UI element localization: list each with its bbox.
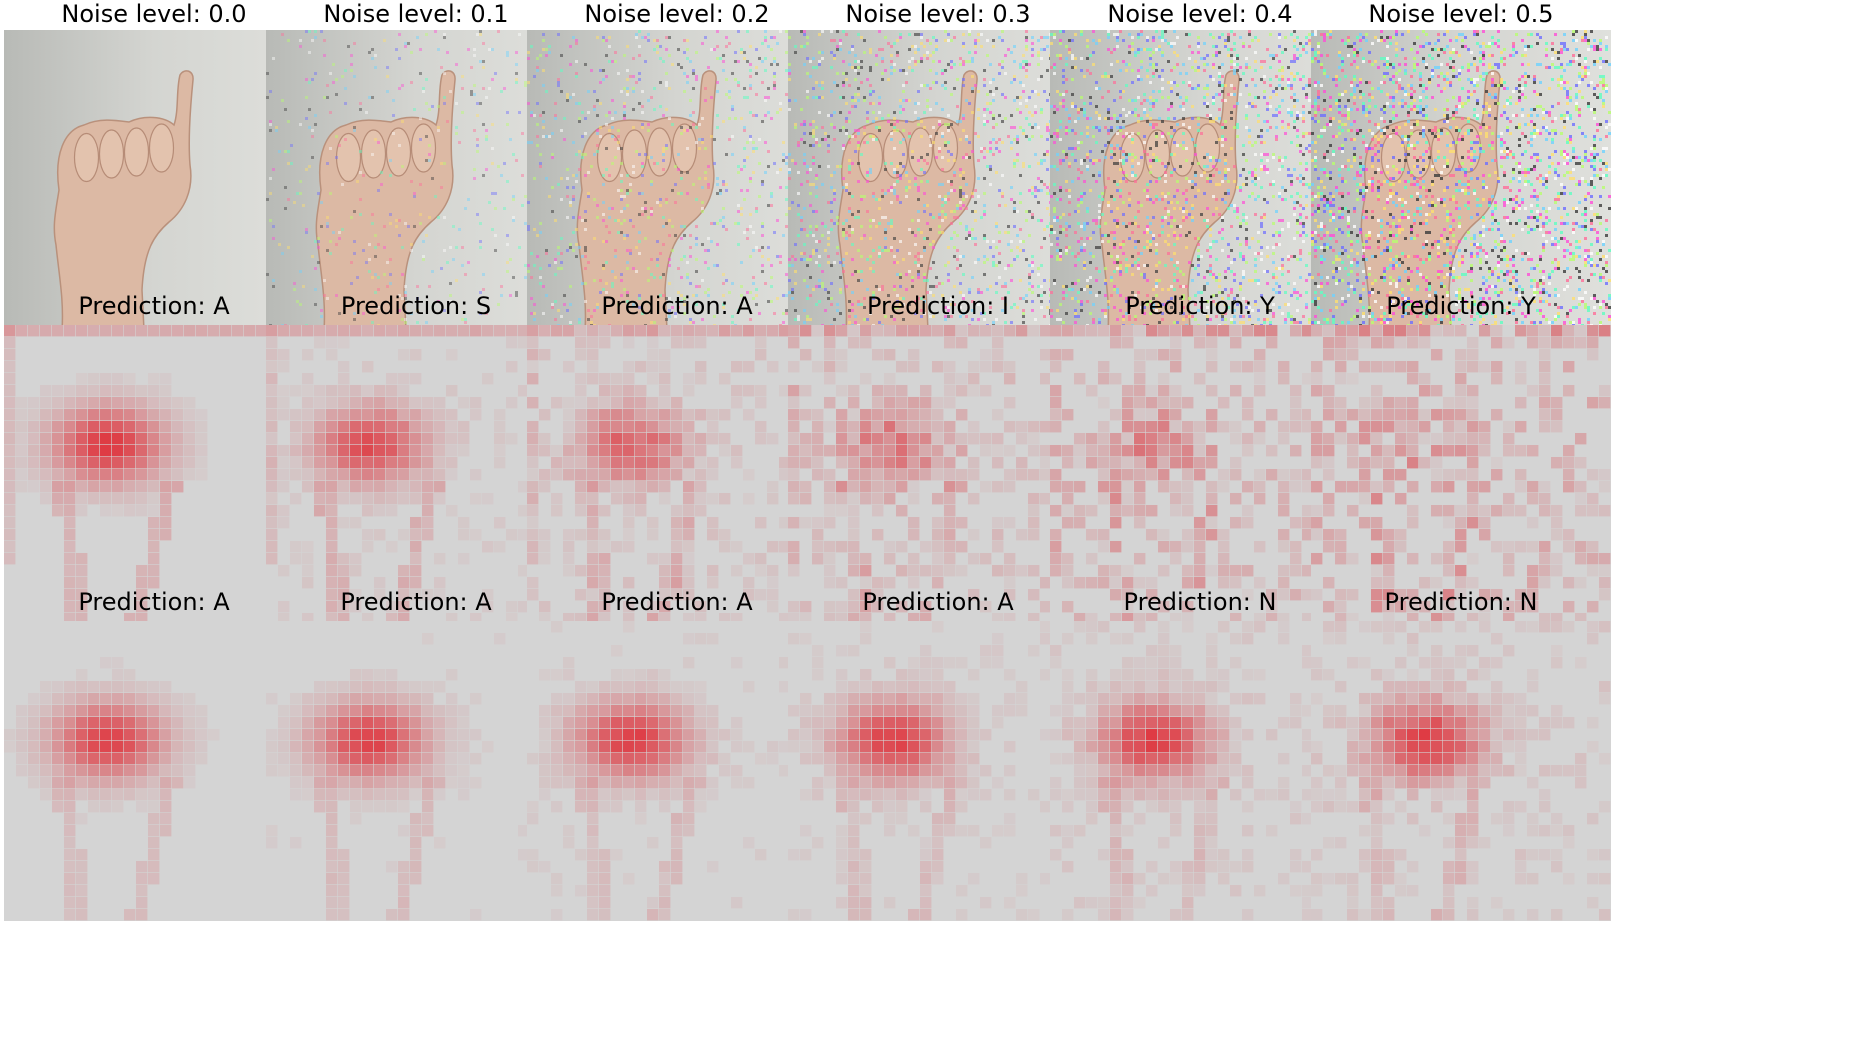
prediction-title: Prediction: A xyxy=(78,588,230,616)
saliency-heatmap xyxy=(527,325,827,625)
noisy-hand-image xyxy=(788,30,1088,330)
prediction-title: Prediction: I xyxy=(866,292,1010,320)
prediction-title: Prediction: S xyxy=(340,292,492,320)
saliency-heatmap xyxy=(527,621,827,921)
saliency-heatmap xyxy=(1311,325,1611,625)
noise-level-title: Noise level: 0.5 xyxy=(1368,0,1554,28)
saliency-heatmap xyxy=(788,325,1088,625)
noisy-hand-image xyxy=(1050,30,1350,330)
saliency-heatmap xyxy=(4,621,304,921)
saliency-heatmap xyxy=(1311,621,1611,921)
prediction-title: Prediction: Y xyxy=(1386,292,1536,320)
noise-level-title: Noise level: 0.3 xyxy=(845,0,1031,28)
prediction-title: Prediction: A xyxy=(78,292,230,320)
saliency-heatmap xyxy=(788,621,1088,921)
noisy-hand-image xyxy=(4,30,304,330)
prediction-title: Prediction: N xyxy=(1384,588,1538,616)
prediction-title: Prediction: A xyxy=(340,588,492,616)
noisy-hand-image xyxy=(527,30,827,330)
prediction-title: Prediction: A xyxy=(862,588,1014,616)
noise-level-title: Noise level: 0.0 xyxy=(61,0,247,28)
saliency-heatmap xyxy=(1050,325,1350,625)
prediction-title: Prediction: A xyxy=(601,292,753,320)
saliency-heatmap xyxy=(4,325,304,625)
noisy-hand-image xyxy=(266,30,566,330)
saliency-heatmap xyxy=(266,325,566,625)
prediction-title: Prediction: Y xyxy=(1125,292,1275,320)
noisy-hand-image xyxy=(1311,30,1611,330)
noise-level-title: Noise level: 0.4 xyxy=(1107,0,1293,28)
prediction-title: Prediction: N xyxy=(1123,588,1277,616)
prediction-title: Prediction: A xyxy=(601,588,753,616)
noise-level-title: Noise level: 0.1 xyxy=(323,0,509,28)
noise-level-title: Noise level: 0.2 xyxy=(584,0,770,28)
saliency-heatmap xyxy=(266,621,566,921)
saliency-heatmap xyxy=(1050,621,1350,921)
